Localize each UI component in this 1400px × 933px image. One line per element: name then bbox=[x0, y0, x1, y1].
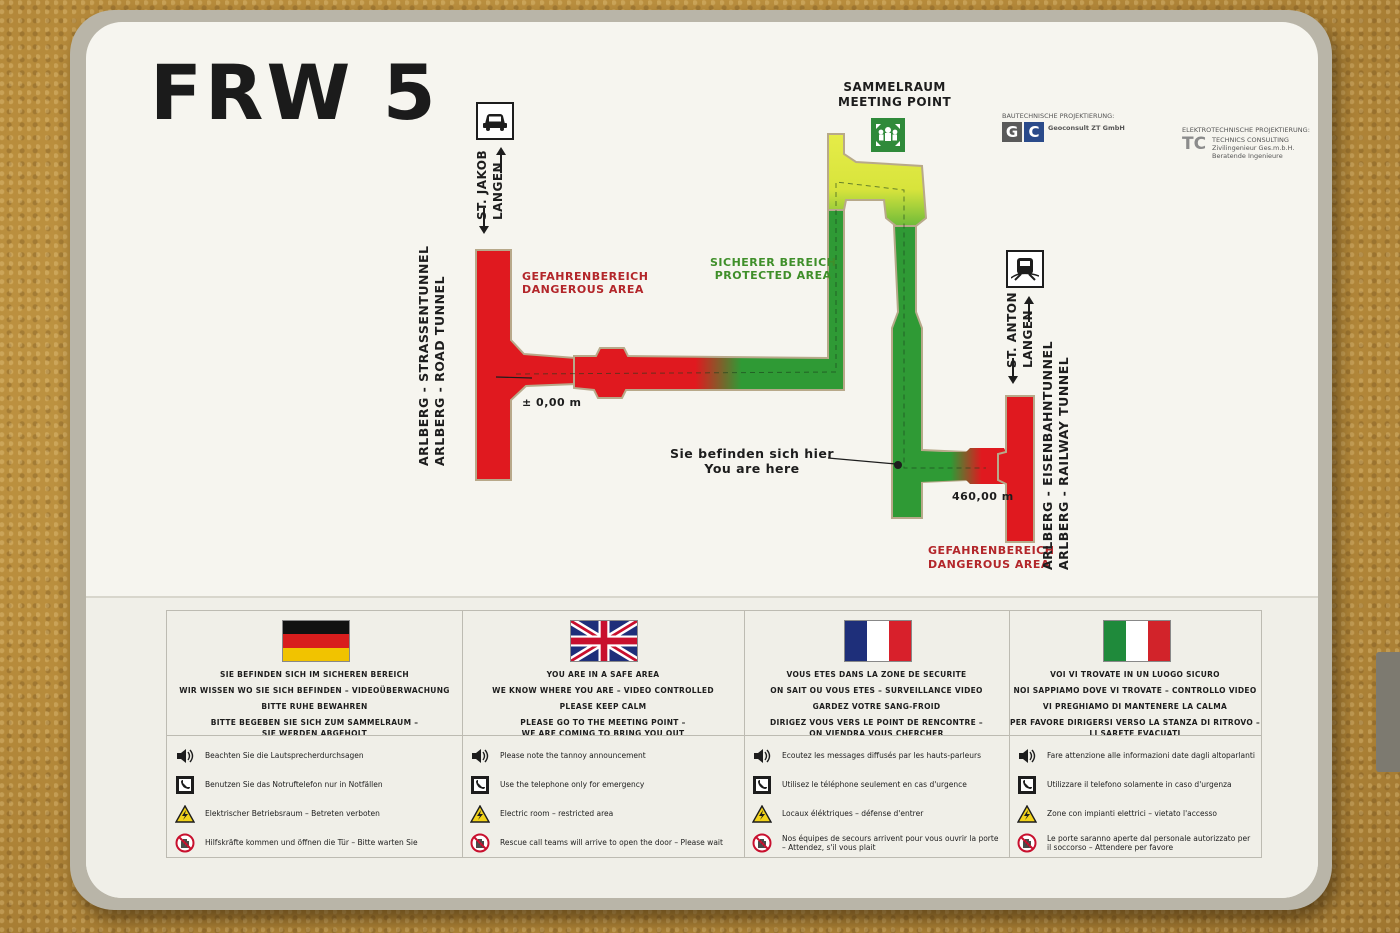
geoconsult-logo: G C bbox=[1002, 122, 1044, 142]
electric-warning-icon bbox=[1017, 804, 1037, 824]
arrow-up-icon bbox=[1024, 296, 1034, 322]
language-column-german: SIE BEFINDEN SICH IM SICHEREN BEREICH WI… bbox=[167, 611, 463, 857]
language-column-italian: VOI VI TROVATE IN UN LUOGO SICURO NOI SA… bbox=[1009, 611, 1261, 857]
arrow-down-icon bbox=[479, 208, 489, 234]
list-item: Beachten Sie die Lautsprecherdurchsagen bbox=[175, 741, 456, 770]
cross-passage-right bbox=[920, 448, 1008, 484]
meeting-point-icon bbox=[871, 118, 905, 152]
language-column-french: VOUS ETES DANS LA ZONE DE SECURITE ON SA… bbox=[744, 611, 1010, 857]
english-rules: Please note the tannoy announcement Use … bbox=[470, 741, 738, 857]
french-messages: VOUS ETES DANS LA ZONE DE SECURITE ON SA… bbox=[770, 670, 983, 738]
list-item: Electric room – restricted area bbox=[470, 799, 738, 828]
car-icon bbox=[476, 102, 514, 140]
geoconsult-name: Geoconsult ZT GmbH bbox=[1048, 124, 1125, 132]
sign-id: FRW 5 bbox=[150, 48, 439, 137]
speaker-icon bbox=[1017, 746, 1037, 766]
tunnel-map bbox=[475, 133, 1035, 543]
structural-design-heading: BAUTECHNISCHE PROJEKTIERUNG: bbox=[1002, 112, 1115, 120]
italian-messages: VOI VI TROVATE IN UN LUOGO SICURO NOI SA… bbox=[1009, 670, 1261, 738]
telephone-icon bbox=[175, 775, 195, 795]
list-item: Use the telephone only for emergency bbox=[470, 770, 738, 799]
tc-logo: TC bbox=[1182, 134, 1207, 154]
escape-route-sign: FRW 5 bbox=[86, 22, 1318, 898]
you-are-here-marker bbox=[894, 461, 902, 469]
list-item: Rescue call teams will arrive to open th… bbox=[470, 828, 738, 857]
wall-bracket bbox=[1376, 652, 1400, 772]
instructions-table: SIE BEFINDEN SICH IM SICHEREN BEREICH WI… bbox=[166, 610, 1262, 858]
railway-tunnel-danger-area bbox=[997, 395, 1035, 543]
no-entry-hand-icon bbox=[470, 833, 490, 853]
elevation-right: 460,00 m bbox=[952, 490, 1014, 503]
no-entry-hand-icon bbox=[175, 833, 195, 853]
list-item: Le porte saranno aperte dal personale au… bbox=[1017, 828, 1255, 857]
electric-warning-icon bbox=[470, 804, 490, 824]
list-item: Fare attenzione alle informazioni date d… bbox=[1017, 741, 1255, 770]
uk-flag bbox=[570, 620, 638, 662]
telephone-icon bbox=[470, 775, 490, 795]
english-messages: YOU ARE IN A SAFE AREA WE KNOW WHERE YOU… bbox=[492, 670, 714, 738]
list-item: Locaux éléktriques – défense d'entrer bbox=[752, 799, 1003, 828]
list-item: Utilizzare il telefono solamente in caso… bbox=[1017, 770, 1255, 799]
german-messages: SIE BEFINDEN SICH IM SICHEREN BEREICH WI… bbox=[179, 670, 450, 738]
arrow-up-icon bbox=[496, 147, 506, 173]
french-rules: Ecoutez les messages diffusés par les ha… bbox=[752, 741, 1003, 857]
german-rules: Beachten Sie die Lautsprecherdurchsagen … bbox=[175, 741, 456, 857]
electric-warning-icon bbox=[175, 804, 195, 824]
no-entry-hand-icon bbox=[1017, 833, 1037, 853]
speaker-icon bbox=[752, 746, 772, 766]
list-item: Elektrischer Betriebsraum – Betreten ver… bbox=[175, 799, 456, 828]
list-item: Nos équipes de secours arrivent pour vou… bbox=[752, 828, 1003, 857]
electrical-design-heading: ELEKTROTECHNISCHE PROJEKTIERUNG: bbox=[1182, 126, 1310, 134]
france-flag bbox=[844, 620, 912, 662]
list-item: Please note the tannoy announcement bbox=[470, 741, 738, 770]
list-item: Hilfskräfte kommen und öffnen die Tür – … bbox=[175, 828, 456, 857]
speaker-icon bbox=[175, 746, 195, 766]
no-entry-hand-icon bbox=[752, 833, 772, 853]
list-item: Zone con impianti elettrici – vietato l'… bbox=[1017, 799, 1255, 828]
language-column-english: YOU ARE IN A SAFE AREA WE KNOW WHERE YOU… bbox=[462, 611, 745, 857]
train-icon bbox=[1006, 250, 1044, 288]
list-item: Benutzen Sie das Notruftelefon nur in No… bbox=[175, 770, 456, 799]
elevation-left: ± 0,00 m bbox=[522, 396, 582, 409]
germany-flag bbox=[282, 620, 350, 662]
list-item: Utilisez le téléphone seulement en cas d… bbox=[752, 770, 1003, 799]
list-item: Ecoutez les messages diffusés par les ha… bbox=[752, 741, 1003, 770]
telephone-icon bbox=[1017, 775, 1037, 795]
electric-warning-icon bbox=[752, 804, 772, 824]
speaker-icon bbox=[470, 746, 490, 766]
italian-rules: Fare attenzione alle informazioni date d… bbox=[1017, 741, 1255, 857]
telephone-icon bbox=[752, 775, 772, 795]
italy-flag bbox=[1103, 620, 1171, 662]
arrow-down-icon bbox=[1008, 358, 1018, 384]
